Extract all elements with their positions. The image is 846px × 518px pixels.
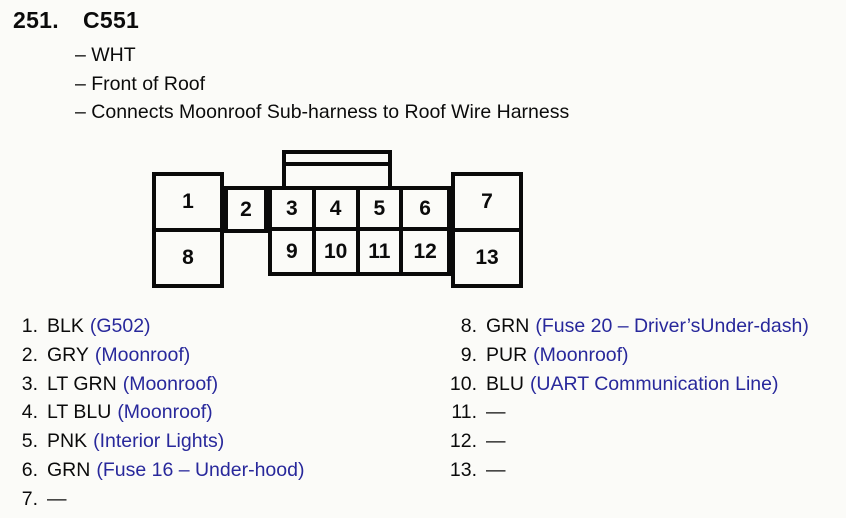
pin-cell-2: 2 [240, 197, 252, 221]
wire-color: PNK [47, 430, 88, 453]
pin-cell-5: 5 [359, 190, 404, 231]
descriptor-line: – Front of Roof [75, 72, 206, 95]
wire-destination: (Fuse 16 – Under-hood) [96, 458, 305, 481]
wire-color: PUR [486, 343, 528, 366]
pin-cell-6: 6 [403, 190, 447, 231]
pin-number: 2. [21, 343, 38, 366]
pin-cell-9: 9 [272, 231, 316, 272]
pin-number: 4. [21, 401, 38, 424]
pin-row-11: 11. — [443, 398, 843, 427]
wire-color: GRN [47, 458, 91, 481]
pin-number: 5. [21, 430, 38, 453]
pin-number: 7. [21, 487, 38, 510]
pin-cell-7: 7 [455, 176, 519, 232]
wire-color: GRN [486, 315, 530, 337]
wire-destination: (Moonroof) [94, 343, 191, 366]
wire-color: — [486, 401, 506, 424]
pin-row-13: 13. — [443, 456, 843, 485]
connector-block-pin2: 2 [224, 186, 268, 233]
pin-list-left: 1. BLK (G502) 2. GRY (Moonroof) 3. LT GR… [12, 312, 432, 514]
wire-destination: (Interior Lights) [93, 430, 225, 453]
connector-id: C551 [82, 7, 140, 33]
pin-number: 3. [21, 372, 38, 395]
pin-cell-4: 4 [315, 190, 360, 231]
wire-destination: (Fuse 20 – Driver’sUnder-dash) [535, 315, 809, 337]
pin-row-5: 5. PNK (Interior Lights) [12, 427, 432, 456]
pin-row-1: 1. BLK (G502) [12, 312, 432, 341]
pin-number: 1. [21, 315, 38, 337]
pin-number: 9. [460, 343, 477, 366]
section-number: 251. [13, 7, 59, 33]
pin-row-10: 10. BLU (UART Communication Line) [443, 370, 843, 399]
pin-cell-13: 13 [475, 246, 499, 269]
wire-destination: (Moonroof) [533, 343, 629, 366]
connector-block-left: 1 8 [152, 172, 224, 288]
connector-diagram: 1 8 2 3 4 5 6 9 10 11 12 7 13 [152, 150, 523, 288]
wire-color: LT BLU [47, 401, 112, 424]
connector-block-middle: 3 4 5 6 9 10 11 12 [268, 186, 451, 276]
wire-destination: (Moonroof) [117, 401, 213, 424]
page-title: 251. C551 [13, 7, 139, 34]
pin-number: 8. [460, 315, 477, 337]
pin-cell-11: 11 [360, 231, 404, 272]
descriptor-line: – WHT [75, 44, 136, 66]
wire-destination: (G502) [89, 315, 151, 337]
pin-row-8: 8. GRN (Fuse 20 – Driver’sUnder-dash) [443, 312, 843, 341]
pin-number: 6. [21, 458, 38, 481]
pin-cell-1: 1 [156, 176, 220, 232]
pin-row-2: 2. GRY (Moonroof) [12, 341, 432, 370]
wire-color: — [47, 487, 67, 510]
pin-row-4: 4. LT BLU (Moonroof) [12, 398, 432, 427]
pin-row-12: 12. — [443, 427, 843, 456]
latch-band-line [286, 154, 388, 166]
pin-number: 10. [449, 372, 477, 395]
connector-latch-tab [282, 150, 392, 190]
pin-cell-8: 8 [182, 246, 194, 269]
pin-number: 13. [449, 458, 477, 481]
pin-row-9: 9. PUR (Moonroof) [443, 341, 843, 370]
wire-color: — [486, 458, 506, 481]
connector-descriptors: – WHT – Front of Roof – Connects Moonroo… [75, 41, 569, 127]
pin-number: 12. [449, 430, 477, 453]
pin-cell-10: 10 [316, 231, 360, 272]
wire-destination: (Moonroof) [122, 372, 219, 395]
pin-cell-3: 3 [272, 190, 316, 231]
wire-color: BLK [47, 315, 84, 337]
pin-row-6: 6. GRN (Fuse 16 – Under-hood) [12, 456, 432, 485]
pin-row-3: 3. LT GRN (Moonroof) [12, 370, 432, 399]
wire-color: LT GRN [47, 372, 117, 395]
pin-row-7: 7. — [12, 485, 432, 514]
connector-block-right: 7 13 [451, 172, 523, 288]
pin-list-right: 8. GRN (Fuse 20 – Driver’sUnder-dash) 9.… [443, 312, 843, 485]
wire-destination: (UART Communication Line) [529, 372, 779, 395]
pin-cell-12: 12 [413, 239, 437, 263]
wire-color: GRY [47, 343, 89, 366]
pin-number: 11. [451, 401, 477, 424]
wire-color: — [486, 430, 506, 453]
wire-color: BLU [486, 372, 524, 395]
descriptor-line: – Connects Moonroof Sub-harness to Roof … [75, 101, 570, 123]
